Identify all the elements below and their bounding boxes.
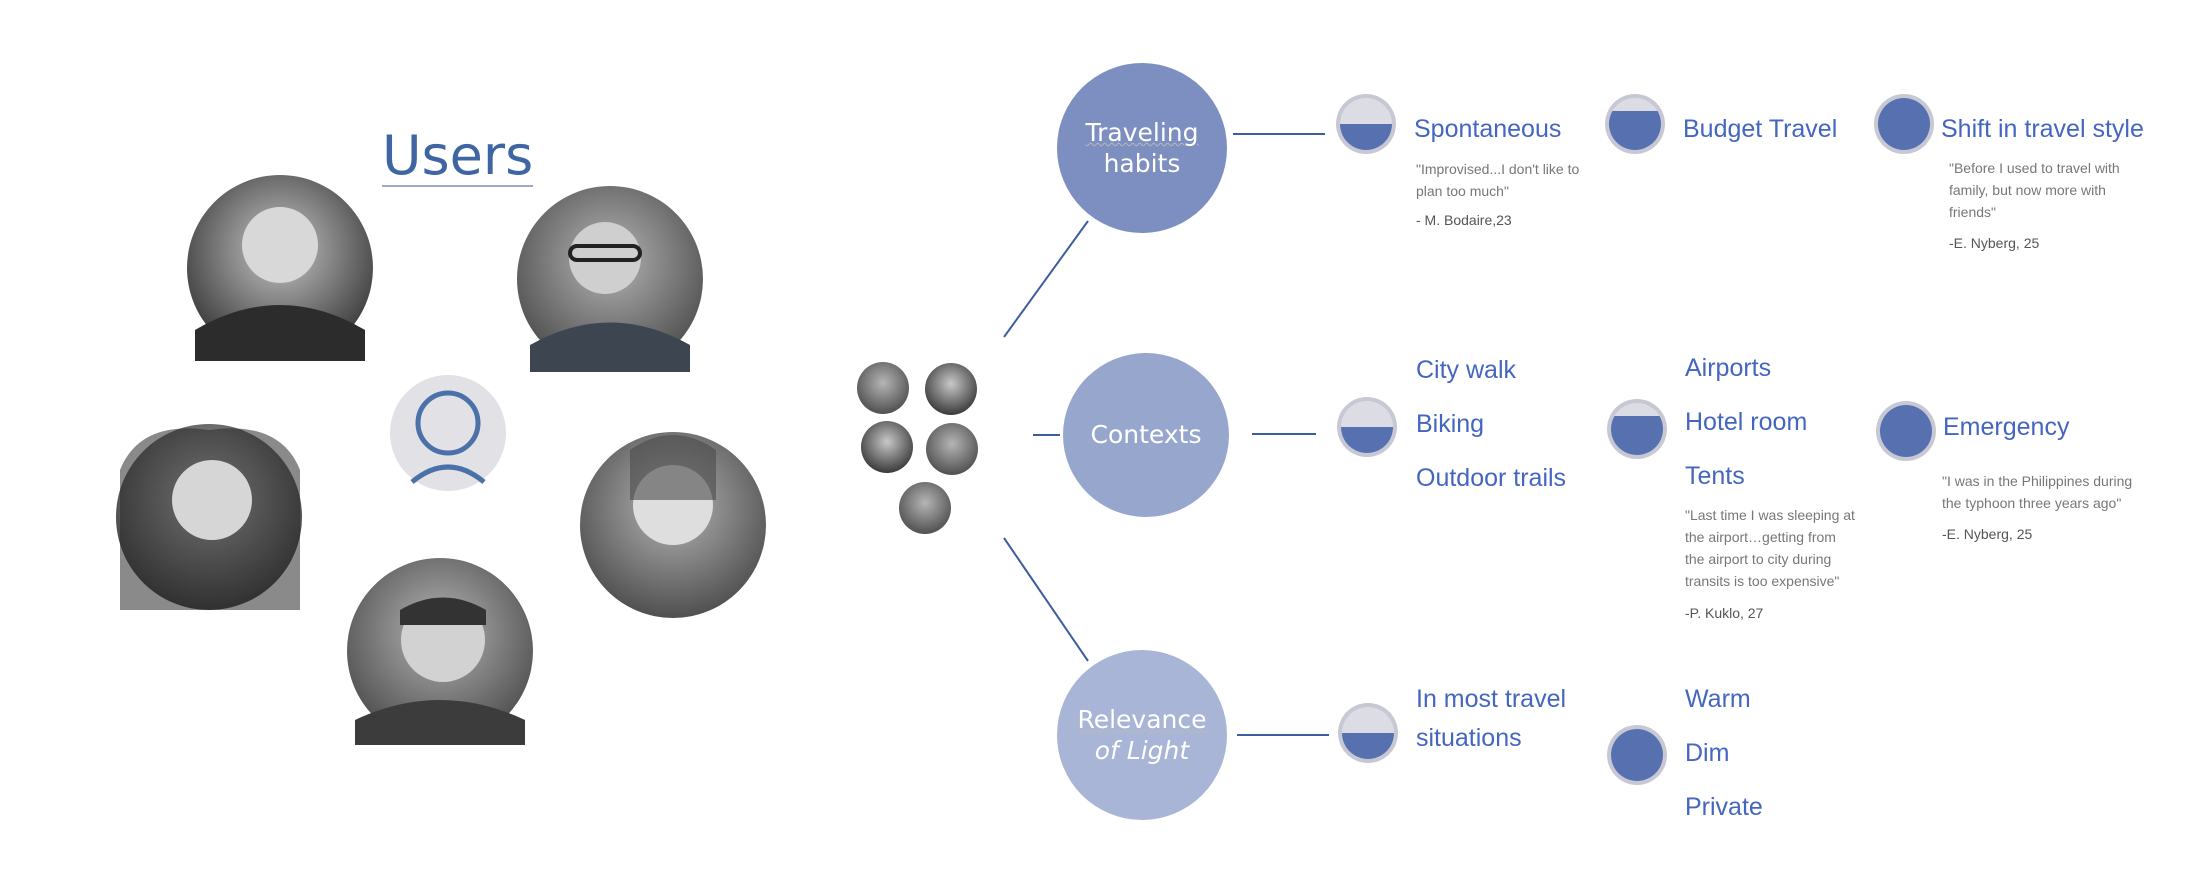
level-indicator-icon	[1338, 703, 1398, 763]
hub-label: habits	[1103, 149, 1181, 178]
node-label-budget-travel: Budget Travel	[1683, 115, 1838, 143]
level-indicator-icon	[1336, 94, 1396, 154]
user-photo	[187, 175, 373, 361]
user-photo-cluster	[857, 362, 978, 534]
quote-spontaneous: "Improvised...I don't like to plan too m…	[1416, 161, 1580, 199]
node-label-warm: Warm	[1685, 685, 1751, 713]
level-indicator-icon	[1874, 94, 1934, 154]
user-photo	[861, 421, 913, 473]
node-label-outdoor-trails: Outdoor trails	[1416, 464, 1567, 492]
connector-line	[1003, 537, 1089, 662]
user-photo	[116, 424, 302, 610]
node-label-city-walk: City walk	[1416, 356, 1517, 384]
user-avatar-icon	[390, 375, 506, 491]
level-indicator-icon	[1605, 94, 1665, 154]
node-label-hotel-room: Hotel room	[1685, 408, 1808, 436]
hub-label: of Light	[1094, 736, 1190, 765]
node-label-emergency: Emergency	[1943, 413, 2070, 441]
hub-label: Contexts	[1090, 420, 1202, 450]
node-label-airports: Airports	[1685, 354, 1772, 382]
quote-author: -P. Kuklo, 27	[1685, 605, 1764, 621]
connector-line	[1003, 220, 1089, 338]
user-photo	[926, 423, 978, 475]
level-indicator-icon	[1607, 399, 1667, 459]
user-photo	[517, 186, 703, 372]
node-label-dim: Dim	[1685, 739, 1730, 767]
level-indicator-icon	[1876, 401, 1936, 461]
quote-shift: "Before I used to travel with family, bu…	[1949, 160, 2120, 220]
user-photo	[925, 363, 977, 415]
connector-lines	[1003, 133, 1329, 736]
node-label-shift-in-travel-style: Shift in travel style	[1941, 115, 2144, 143]
node-label-spontaneous: Spontaneous	[1414, 115, 1562, 143]
hub-label: Traveling	[1085, 117, 1199, 147]
quote-author: -E. Nyberg, 25	[1942, 526, 2033, 542]
quote-author: -E. Nyberg, 25	[1949, 235, 2040, 251]
user-photo	[857, 362, 909, 414]
hub-contexts: Contexts	[1063, 353, 1229, 517]
user-photo	[580, 432, 766, 618]
quote-emergency: "I was in the Philippines during the typ…	[1942, 473, 2133, 511]
quote-airports: "Last time I was sleeping at the airport…	[1685, 507, 1855, 589]
level-indicator-icon	[1607, 725, 1667, 785]
page-title: Users	[382, 124, 534, 187]
node-label-tents: Tents	[1685, 462, 1745, 490]
node-label-biking: Biking	[1416, 410, 1485, 438]
node-label-private: Private	[1685, 793, 1763, 821]
quote-author: - M. Bodaire,23	[1416, 212, 1512, 228]
hub-label: Relevance	[1077, 704, 1207, 734]
node-label-situations: situations	[1416, 724, 1522, 752]
user-photo	[347, 558, 533, 745]
node-label-in-most-travel: In most travel	[1416, 685, 1567, 713]
level-indicator-icon	[1337, 397, 1397, 457]
user-photo	[899, 482, 951, 534]
